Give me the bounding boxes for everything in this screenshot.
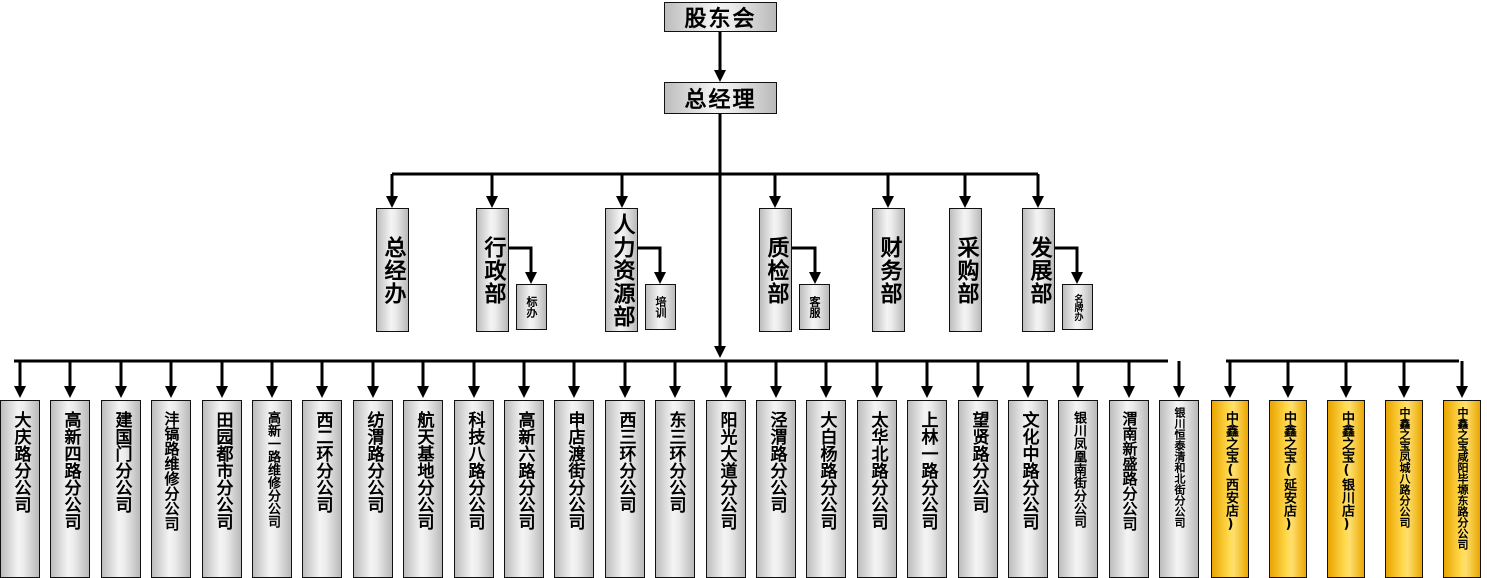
branch-company: 东三环分公司 [655,400,695,578]
store-company: 中鑫之宝(延安店) [1269,400,1307,578]
branch-company: 沣镐路维修分公司 [151,400,191,578]
branch-company: 纺渭路分公司 [353,400,393,578]
store-company-label: 中鑫之宝(银川店) [1339,411,1354,532]
branch-company-label: 大白杨路分公司 [816,411,837,530]
branch-company-label: 纺渭路分公司 [363,411,384,513]
branch-company-label: 沣镐路维修分公司 [162,411,181,531]
subdept-training: 培训 [645,284,676,330]
branch-company-label: 银川恒泰清和北街分公司 [1173,407,1186,528]
branch-company: 上林一路分公司 [907,400,947,578]
branch-company: 银川恒泰清和北街分公司 [1159,400,1199,578]
branch-company-label: 上林一路分公司 [917,411,938,530]
subdept-customer-service: 客服 [799,284,830,330]
branch-company-label: 高新一路维修分公司 [265,411,280,528]
branch-company: 航天基地分公司 [403,400,443,578]
branch-company-label: 文化中路分公司 [1018,411,1039,530]
store-company: 中鑫之宝(西安店) [1211,400,1249,578]
branch-company: 大庆路分公司 [0,400,40,578]
branch-company: 文化中路分公司 [1008,400,1048,578]
store-company: 中鑫之宝(银川店) [1327,400,1365,578]
branch-company-label: 渭南新盛路分公司 [1120,411,1139,531]
branch-company-label: 航天基地分公司 [413,411,434,530]
branch-company: 渭南新盛路分公司 [1109,400,1149,578]
branch-company: 泾渭路分公司 [756,400,796,578]
dept-quality-inspection: 质检部 [759,208,792,332]
branch-company: 高新一路维修分公司 [252,400,292,578]
branch-company: 西三环分公司 [605,400,645,578]
dept-human-resources: 人力资源部 [605,208,638,332]
store-company-label: 中鑫之宝(延安店) [1281,411,1296,532]
dept-general-office: 总经办 [376,208,409,332]
branch-company-label: 西二环分公司 [312,411,333,513]
branch-company: 大白杨路分公司 [806,400,846,578]
dept-development: 发展部 [1022,208,1055,332]
store-company: 中鑫之宝凤城八路分公司 [1385,400,1423,578]
branch-company: 阳光大道分公司 [706,400,746,578]
branch-company-label: 望贤路分公司 [968,411,989,513]
branch-company: 太华北路分公司 [857,400,897,578]
branch-company: 银川凤凰南街分公司 [1058,400,1098,578]
branch-company: 西二环分公司 [302,400,342,578]
dept-purchasing: 采购部 [949,208,982,332]
branch-company-label: 泾渭路分公司 [766,411,787,513]
branch-company: 建国门分公司 [101,400,141,578]
branch-company: 高新六路分公司 [504,400,544,578]
store-company-label: 中鑫之宝咸阳毕塬东路分公司 [1456,407,1469,550]
general-manager-box: 总经理 [664,82,777,114]
branch-company-label: 东三环分公司 [665,411,686,513]
store-company: 中鑫之宝咸阳毕塬东路分公司 [1443,400,1481,578]
dept-finance: 财务部 [872,208,905,332]
branch-company-label: 田园都市分公司 [212,411,233,530]
dept-administration: 行政部 [476,208,509,332]
branch-company: 申店渡街分公司 [554,400,594,578]
branch-company-label: 科技八路分公司 [464,411,485,530]
shareholders-label: 股东会 [684,7,757,32]
store-company-label: 中鑫之宝凤城八路分公司 [1398,407,1411,528]
branch-company: 科技八路分公司 [454,400,494,578]
store-company-label: 中鑫之宝(西安店) [1223,411,1238,532]
branch-company-label: 西三环分公司 [615,411,636,513]
branch-company-label: 大庆路分公司 [10,411,31,513]
branch-company-label: 建国门分公司 [111,411,132,513]
branch-company-label: 太华北路分公司 [867,411,888,530]
branch-company-label: 高新四路分公司 [60,411,81,530]
branch-company-label: 银川凤凰南街分公司 [1071,411,1086,528]
subdept-brand-office: 名牌办 [1062,284,1093,330]
branch-company-label: 阳光大道分公司 [716,411,737,530]
branch-company-label: 申店渡街分公司 [564,411,585,530]
subdept-standards-office: 标办 [516,284,547,330]
branch-company: 田园都市分公司 [202,400,242,578]
general-manager-label: 总经理 [684,88,757,113]
branch-company: 望贤路分公司 [958,400,998,578]
branch-company: 高新四路分公司 [50,400,90,578]
branch-company-label: 高新六路分公司 [514,411,535,530]
shareholders-meeting-box: 股东会 [664,2,777,32]
